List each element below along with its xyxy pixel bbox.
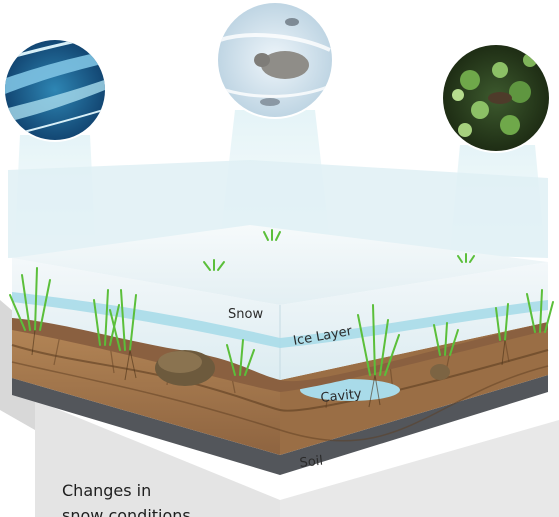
grass-plants [9,229,554,376]
background-panel [0,300,559,517]
cavity-shape [300,379,400,401]
label-snow: Snow [228,307,263,322]
label-cavity: Cavity [320,387,363,406]
projection-plane [8,160,548,258]
ice-surface-inset [3,38,107,142]
ice-layer-band [12,292,548,348]
lemming-figures [155,350,450,386]
plant-roots [31,329,506,408]
label-soil: Soil [299,454,324,471]
caption-line-1: Changes in [62,481,152,500]
caption-line-2: snow conditions [62,506,191,517]
vegetation-inset [441,43,551,153]
lemming-on-snow-inset [216,1,334,119]
caption: Changes in snow conditions [62,478,262,517]
